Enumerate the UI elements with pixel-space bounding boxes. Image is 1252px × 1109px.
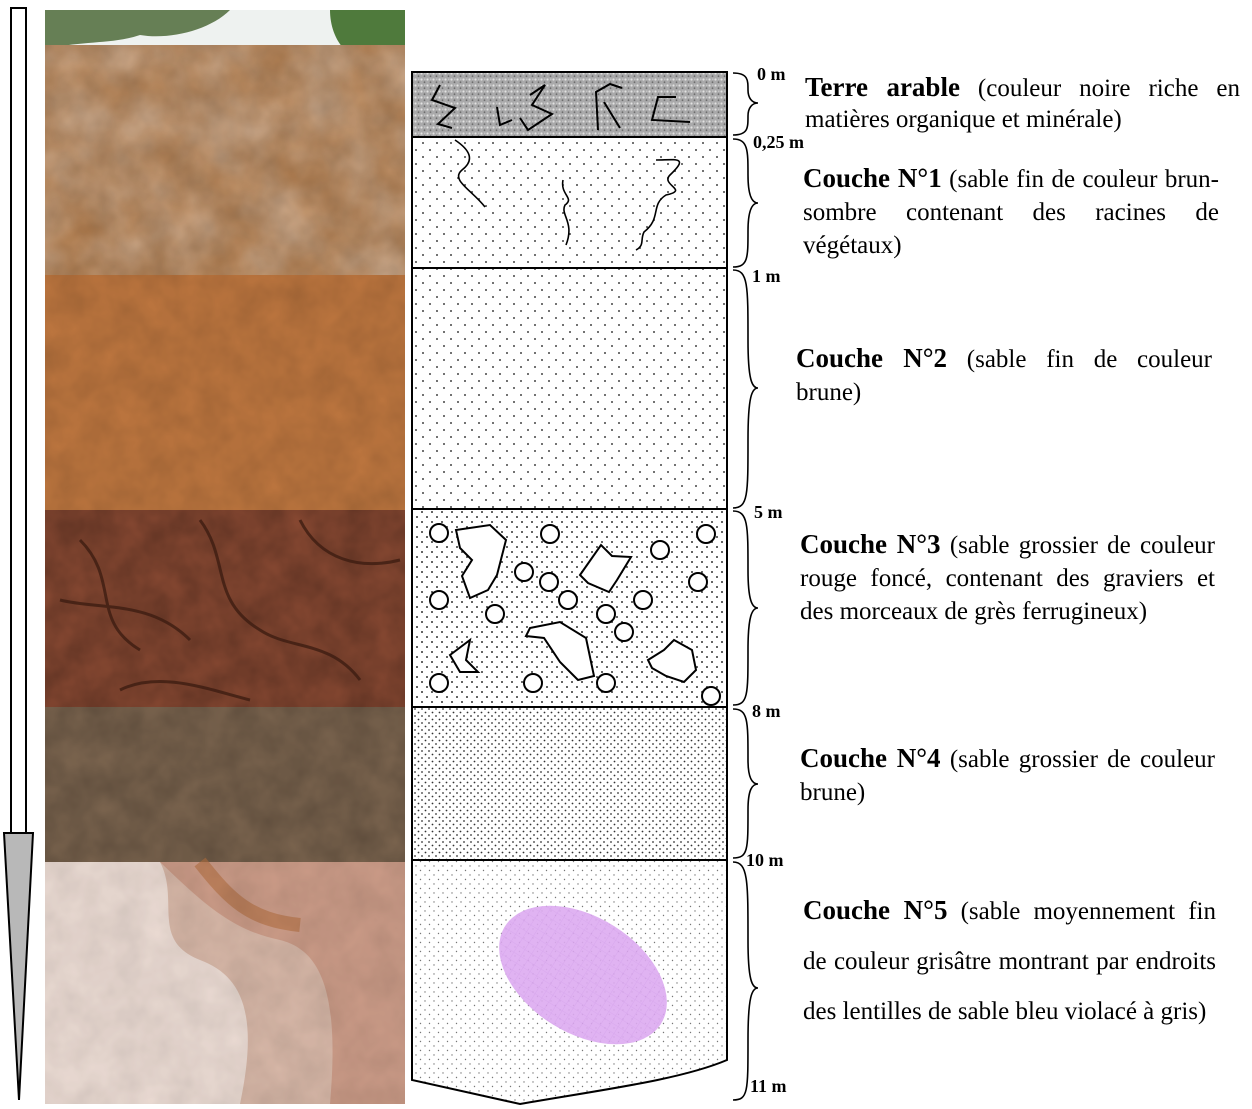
depth-label-0m: 0 m <box>757 64 786 85</box>
lithology-column <box>412 72 727 1104</box>
brace-layer-1 <box>733 139 758 267</box>
layer-name: Couche N°1 <box>803 163 942 193</box>
layer-name: Couche N°4 <box>800 743 941 773</box>
layer-4-box <box>412 707 727 860</box>
depth-label-10m: 10 m <box>746 850 784 871</box>
description-couche-2: Couche N°2 (sable fin de couleur brune) <box>796 342 1212 409</box>
brace-layer-5 <box>733 862 758 1100</box>
depth-label-025m: 0,25 m <box>753 132 804 153</box>
depth-label-11m: 11 m <box>750 1076 787 1097</box>
depth-arrow <box>4 8 33 1100</box>
layer-1-box <box>412 137 727 268</box>
layer-arable-box <box>412 72 727 137</box>
depth-label-8m: 8 m <box>752 701 781 722</box>
layer-name: Couche N°3 <box>800 529 941 559</box>
layer-name: Couche N°2 <box>796 343 947 373</box>
brace-layer-3 <box>733 511 758 705</box>
brace-layer-4 <box>733 709 758 858</box>
description-couche-3: Couche N°3 (sable grossier de couleur ro… <box>800 528 1215 628</box>
soil-profile-photo <box>45 10 405 1104</box>
description-couche-4: Couche N°4 (sable grossier de couleur br… <box>800 742 1215 809</box>
arrow-shaft <box>11 8 26 833</box>
layer-name: Terre arable <box>805 72 960 102</box>
brace-layer-2 <box>733 270 758 508</box>
depth-label-1m: 1 m <box>752 266 781 287</box>
description-couche-1: Couche N°1 (sable fin de couleur brun-so… <box>803 162 1219 262</box>
depth-label-5m: 5 m <box>754 502 783 523</box>
description-couche-5: Couche N°5 (sable moyennement fin de cou… <box>803 885 1216 1053</box>
arrow-head <box>4 833 33 1100</box>
layer-name: Couche N°5 <box>803 895 947 925</box>
brace-arable <box>733 73 758 135</box>
layer-2-box <box>412 268 727 509</box>
description-terre-arable: Terre arable (couleur noire riche en mat… <box>805 72 1240 135</box>
braces <box>733 73 758 1100</box>
